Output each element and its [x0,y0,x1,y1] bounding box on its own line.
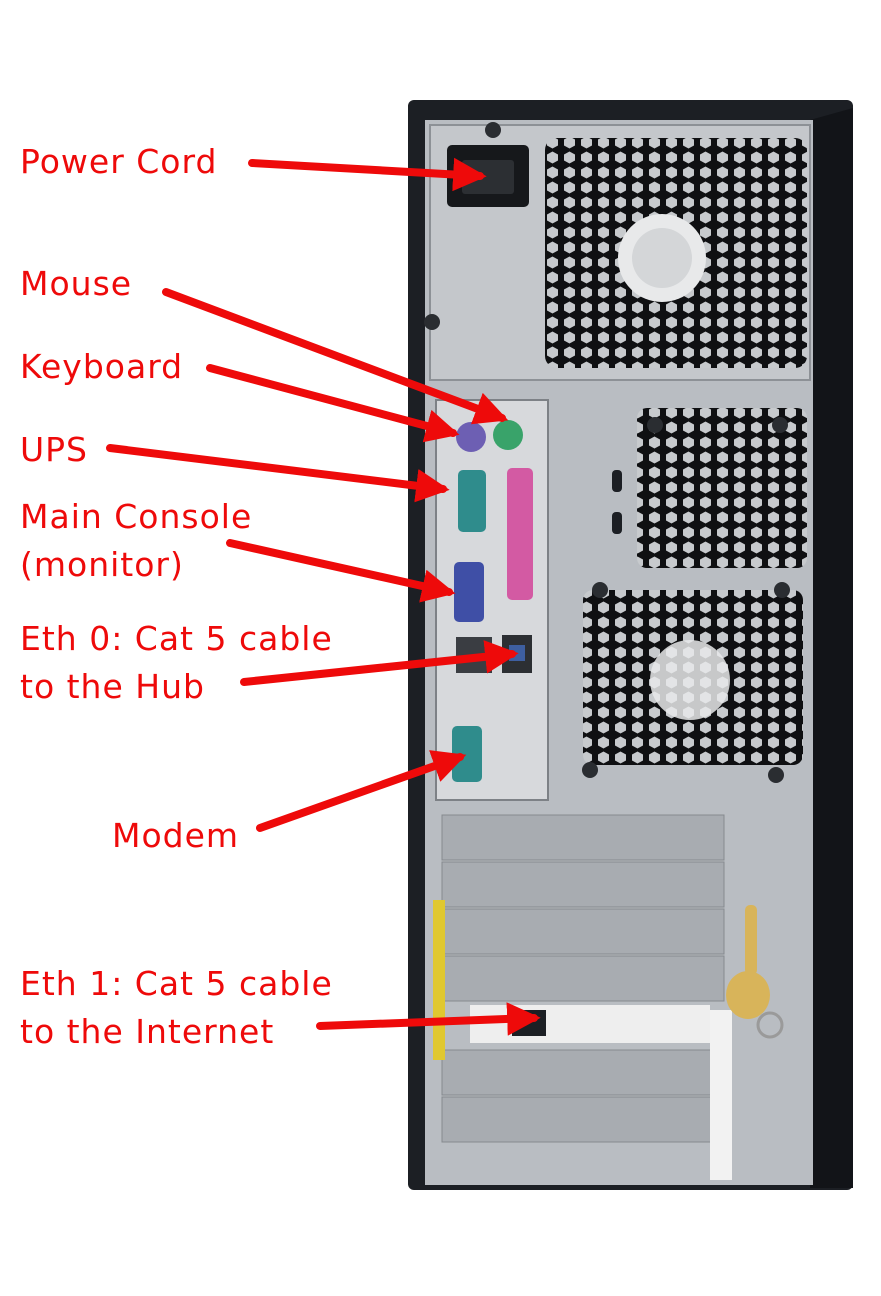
expansion-slots [433,814,732,1180]
arrow-main-console [226,539,456,603]
mouse-port [493,420,523,450]
vga-monitor-port [454,562,484,622]
arrow-mouse [162,288,509,425]
arrow-modem [256,750,467,832]
key-icon [726,905,784,1039]
ups-label: UPS [20,430,89,469]
eth0-label-line1: Eth 0: Cat 5 cable [20,619,333,658]
main-console-label-line2: (monitor) [20,545,184,584]
power-supply [424,122,811,381]
io-shield [435,399,549,801]
warning-sticker [433,900,445,1060]
keyboard-label: Keyboard [20,347,184,386]
arrow-power-cord [248,157,487,192]
eth1-label-line1: Eth 1: Cat 5 cable [20,964,333,1003]
upper-case-fan-grille [637,408,807,568]
serial-label-sticker [710,1010,732,1180]
callout-arrows [106,157,541,1036]
mouse-label: Mouse [20,264,133,303]
arrow-eth1 [316,1002,541,1036]
keyboard-port [456,422,486,452]
eth1-port [512,1010,546,1036]
lower-fan-hub [650,640,730,720]
arrow-ups [106,444,450,503]
ups-serial-port [458,470,486,532]
arrow-eth0 [240,640,519,686]
arrow-keyboard [206,364,460,443]
eth1-label-line2: to the Internet [20,1012,275,1051]
power-cord-label: Power Cord [20,142,218,181]
network-card-bracket [470,1005,710,1043]
eth0-label-line2: to the Hub [20,667,205,706]
parallel-port [507,468,533,600]
main-console-label-line1: Main Console [20,497,253,536]
modem-label: Modem [112,816,240,855]
case-fans [582,408,807,783]
